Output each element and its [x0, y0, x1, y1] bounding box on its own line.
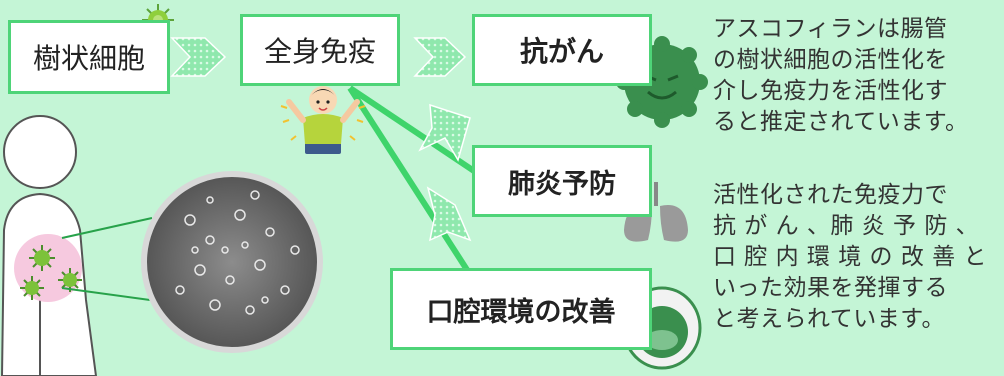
arrow-dendritic-to-whole [170, 37, 227, 77]
box-pneumonia-label: 肺炎予防 [508, 168, 616, 200]
box-dendritic-label: 樹状細胞 [32, 42, 145, 75]
zoom-line-bottom [61, 287, 151, 301]
box-anticancer-label: 抗がん [519, 35, 604, 68]
line-to-oral [347, 86, 483, 292]
box-oral-environment: 口腔環境の改善 [390, 268, 652, 350]
description-effects: 活性化された免疫力で 抗 が ん 、肺 炎 予 防 、 口 腔 内 環 境 の … [713, 182, 987, 332]
arrow-to-oral [426, 186, 472, 242]
box-whole-body-immunity: 全身免疫 [240, 14, 400, 86]
box-pneumonia-prevention: 肺炎予防 [472, 145, 652, 217]
box-whole-body-label: 全身免疫 [263, 35, 376, 68]
box-oral-label: 口腔環境の改善 [426, 296, 616, 328]
arrow-whole-to-anticancer [413, 37, 467, 77]
arrow-to-pneumonia [418, 103, 471, 162]
gut-virus-icons [20, 245, 82, 300]
microscope-image [141, 171, 323, 353]
person-icon [280, 86, 366, 154]
box-dendritic-cell: 樹状細胞 [8, 20, 170, 94]
zoom-line-top [61, 217, 153, 239]
description-mechanism: アスコフィランは腸管 の樹状細胞の活性化を 介し免疫力を活性化す ると推定されて… [713, 16, 969, 135]
box-anticancer: 抗がん [472, 14, 652, 86]
human-body-icon [0, 115, 98, 376]
